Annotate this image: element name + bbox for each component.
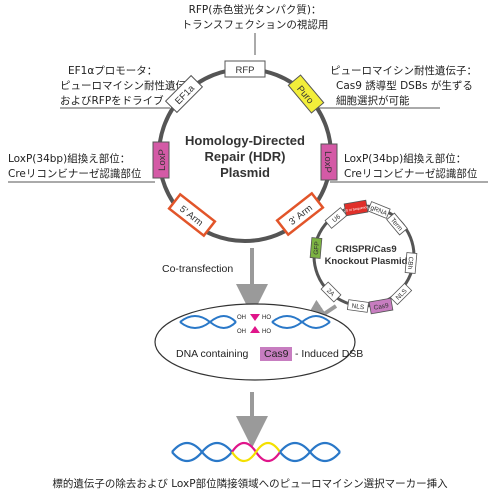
- u6-label: U6: [331, 213, 342, 224]
- nls-left-label: NLS: [351, 303, 365, 312]
- hdr-segment-loxp-left: LoxP: [152, 141, 170, 179]
- loxp-right-annotation-line2: Creリコンビナーゼ認識部位: [344, 167, 478, 180]
- rfp-annotation-line2: トランスフェクションの視認用: [182, 18, 329, 31]
- crispr-segment-u6: U6: [324, 207, 348, 229]
- dsb-text-prefix: DNA containing: [176, 348, 249, 360]
- crispr-segment-cbh: CBh: [404, 252, 418, 274]
- hdr-segment-rfp: RFP: [224, 60, 266, 78]
- crispr-segment-20nt-sequence: 20 nt Sequence: [343, 199, 369, 217]
- hdr-title-line2: Repair (HDR): [205, 149, 286, 164]
- crispr-segment-nls-left: NLS: [346, 299, 370, 313]
- sequence-label: 20 nt Sequence: [344, 205, 369, 213]
- oh-label-top: OH: [237, 315, 246, 321]
- twoa-label: 2A: [325, 287, 336, 298]
- hdr-segment-puro: Puro: [287, 74, 325, 114]
- cas9-label: Cas9: [373, 302, 390, 312]
- dsb-dna-helix: [179, 315, 331, 329]
- ef1a-annotation-line1: EF1αプロモータ：: [68, 65, 157, 77]
- loxp-left-annotation-line1: LoxP(34bp)組換え部位：: [8, 152, 130, 165]
- crispr-segment-gfp: GFP: [309, 237, 323, 259]
- loxp-left-label: LoxP: [157, 149, 168, 171]
- ho-label-bottom: HO: [262, 329, 271, 335]
- oh-label-bottom: OH: [237, 329, 246, 335]
- crispr-segment-cas9: Cas9: [368, 297, 394, 315]
- cbh-label: CBh: [406, 256, 414, 270]
- puro-annotation-line3: 細胞選択が可能: [336, 94, 410, 107]
- final-dna-helix: [171, 441, 341, 463]
- puro-annotation-line1: ピューロマイシン耐性遺伝子：: [330, 64, 477, 77]
- loxp-right-label: LoxP: [322, 151, 333, 173]
- dsb-cut-triangle-bottom: [250, 326, 260, 333]
- hdr-segment-loxp-right: LoxP: [320, 143, 338, 181]
- crispr-segment-grna: gRNA: [367, 201, 391, 219]
- rfp-annotation-line1: RFP(赤色蛍光タンパク質)：: [189, 3, 322, 16]
- hdr-segment-5arm: 5' Arm: [167, 192, 217, 238]
- ef1a-annotation-line3: およびRFPをドライブ: [60, 94, 164, 107]
- dsb-text-suffix: - Induced DSB: [295, 348, 363, 360]
- hdr-title-line3: Plasmid: [220, 165, 270, 180]
- hdr-title-line1: Homology-Directed: [185, 133, 305, 148]
- puro-annotation-line2: Cas9 誘導型 DSBs が生ずる: [336, 79, 473, 92]
- loxp-right-annotation-line1: LoxP(34bp)組換え部位：: [344, 152, 466, 165]
- cotransfection-label: Co-transfection: [162, 263, 233, 275]
- hdr-segment-3arm: 3' Arm: [275, 191, 325, 237]
- ho-label-top: HO: [262, 315, 271, 321]
- dsb-text-cas9: Cas9: [264, 348, 289, 360]
- crispr-segment-2a: 2A: [320, 281, 342, 303]
- rfp-label: RFP: [236, 65, 255, 76]
- dsb-cas9-highlight: [260, 347, 292, 361]
- bottom-caption: 標的遺伝子の除去および LoxP部位隣接領域へのピューロマイシン選択マーカー挿入: [52, 477, 448, 490]
- ef1a-annotation-line2: ピューロマイシン耐性遺伝子: [60, 79, 197, 92]
- crispr-segment-nls-right: NLS: [389, 282, 413, 306]
- dsb-cut-triangle-top: [250, 314, 260, 321]
- loxp-left-annotation-line2: Creリコンビナーゼ認識部位: [8, 167, 142, 180]
- crispr-title-line2: Knockout Plasmid: [325, 256, 408, 267]
- crispr-title-line1: CRISPR/Cas9: [335, 244, 396, 255]
- gfp-label: GFP: [313, 241, 321, 255]
